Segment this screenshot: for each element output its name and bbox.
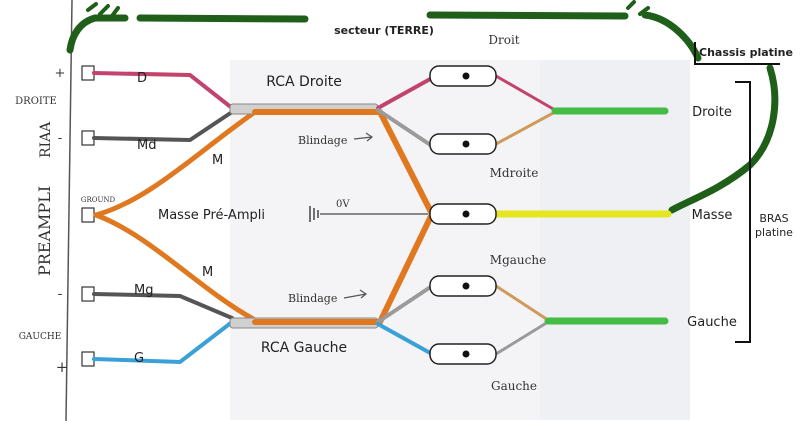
- pin-droit: [462, 72, 470, 80]
- gauche-minus-sign: -: [58, 286, 63, 302]
- ground-wire-left-segment: [66, 14, 129, 54]
- wire-g: [92, 320, 234, 365]
- wire-arm-gauche-hot: [494, 320, 550, 356]
- bras-label: BRAS: [759, 212, 788, 225]
- wire-m-top: [93, 109, 258, 218]
- wire-m-bottom-label: M: [202, 265, 213, 280]
- wire-arm-gauche-cold: [494, 284, 550, 322]
- wire-arm-droite-cold: [494, 110, 557, 146]
- wire-m-top-label: M: [212, 153, 223, 168]
- ov-label: 0V: [336, 199, 350, 210]
- wire-mg: [92, 292, 234, 320]
- masse-preampli-label: Masse Pré-Ampli: [158, 208, 265, 223]
- preamp-edge-line: [65, 0, 73, 421]
- wire-d: [92, 71, 234, 110]
- droit-label: Droit: [488, 33, 519, 47]
- bras-bracket: [735, 81, 751, 343]
- preamp-connectors: [81, 65, 95, 367]
- wire-md: [92, 110, 234, 143]
- pin-gauche: [462, 350, 470, 358]
- wire-d-label: D: [137, 71, 147, 86]
- blindage-bottom-label: Blindage: [288, 292, 337, 305]
- mdroite-label: Mdroite: [490, 166, 539, 180]
- blindage-top-arrow-icon: [353, 132, 374, 142]
- wire-mg-label: Mg: [134, 283, 153, 298]
- riaa-label: RIAA: [38, 121, 54, 158]
- arm-droite-label: Droite: [692, 105, 732, 120]
- mgauche-label: Mgauche: [490, 253, 546, 267]
- droite-label: DROITE: [15, 96, 57, 107]
- ground-wire-right-segment: [641, 11, 702, 62]
- cartridge-connectors: [429, 65, 497, 365]
- gauche-label: GAUCHE: [19, 332, 62, 342]
- arm-gauche-label: Gauche: [687, 315, 737, 330]
- ground-wire-top-segment-2: [426, 11, 629, 20]
- wire-md-label: Md: [137, 138, 156, 153]
- ground-label: secteur (TERRE): [334, 24, 434, 37]
- paper-background-right: [540, 60, 690, 420]
- wire-rca-gauche-cold: [376, 284, 434, 324]
- blindage-top-label: Blindage: [298, 134, 347, 147]
- ground-wire-top-segment-1: [136, 14, 309, 23]
- ground-connector-label: GROUND: [81, 196, 116, 204]
- rca-droite-label: RCA Droite: [266, 74, 342, 90]
- pin-masse: [462, 210, 470, 218]
- arm-masse-label: Masse: [692, 208, 733, 223]
- wire-rca-droite-hot: [376, 76, 434, 110]
- chassis-bracket: [694, 42, 780, 65]
- gauche-label-cartridge: Gauche: [491, 379, 537, 393]
- ground-wire-strands-right: [626, 0, 650, 16]
- chassis-label: Chassis platine: [699, 46, 793, 59]
- wire-g-label: G: [134, 351, 144, 366]
- platine-label: platine: [755, 226, 793, 239]
- wire-rca-gauche-hot: [376, 322, 434, 356]
- blindage-bottom-arrow-icon: [343, 289, 368, 299]
- pin-mgauche: [462, 282, 470, 290]
- gauche-plus-sign: +: [56, 358, 69, 376]
- ground-symbol-icon: [309, 206, 319, 222]
- pin-mdroite: [462, 140, 470, 148]
- ground-wire-strands-left: [86, 2, 120, 18]
- wire-arm-droite-hot: [494, 74, 557, 112]
- droite-minus-sign: -: [58, 131, 62, 146]
- droite-plus-sign: +: [55, 66, 66, 81]
- rca-gauche-label: RCA Gauche: [261, 340, 347, 356]
- preampli-label: PREAMPLI: [35, 186, 54, 276]
- wire-rca-droite-cold: [376, 108, 434, 148]
- connector-ground: [81, 207, 95, 223]
- wire-m-bottom: [93, 212, 258, 323]
